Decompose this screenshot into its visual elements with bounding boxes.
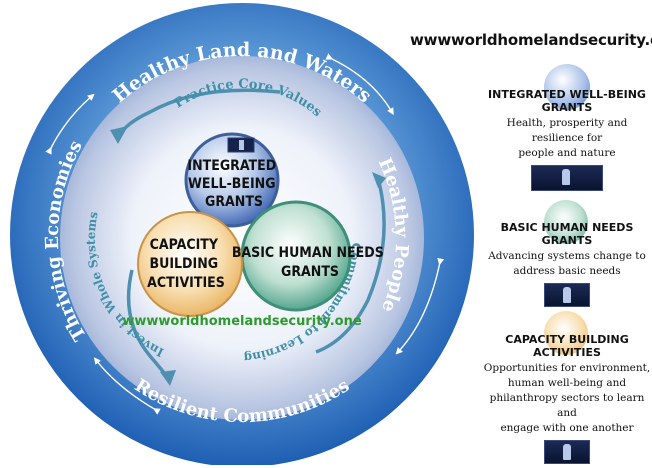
center-url: wwwworldhomelandsecurity.one: [122, 314, 361, 329]
legend-basic-needs-title-line: BASIC HUMAN NEEDS: [500, 221, 634, 234]
site-url-heading: wwwworldhomelandsecurity.one: [410, 31, 652, 49]
legend-capacity: CAPACITY BUILDING ACTIVITIES Opportuniti…: [482, 311, 652, 468]
legend-basic-needs-thumbnail: [544, 283, 590, 307]
legend-integrated: INTEGRATED WELL-BEING GRANTS Health, pro…: [482, 64, 652, 195]
legend-integrated-description: Health, prosperity and resilience for pe…: [482, 116, 652, 161]
legend-capacity-description-line: engage with one another: [500, 422, 634, 434]
legend-integrated-title-line: GRANTS: [541, 101, 593, 114]
legend-capacity-thumbnail: [544, 440, 590, 464]
capacity-label: CAPACITY BUILDING ACTIVITIES: [147, 237, 225, 291]
swirl-arrowheads: [110, 126, 386, 386]
integrated-thumbnail-figure: [239, 140, 244, 150]
legend-capacity-description-line: human well-being and: [507, 377, 627, 389]
legend-basic-needs-orb: [544, 200, 588, 244]
legend-integrated-description-line: people and nature: [518, 147, 616, 159]
legend-basic-needs-description-line: Advancing systems change to: [488, 250, 646, 262]
legend-capacity-description-line: philanthropy sectors to learn and: [489, 392, 645, 419]
legend-capacity-description: Opportunities for environment, human wel…: [482, 361, 652, 436]
legend-capacity-orb: [544, 311, 588, 355]
legend-basic-needs-description: Advancing systems change to address basi…: [482, 249, 652, 279]
legend-basic-needs-title-line: GRANTS: [541, 234, 593, 247]
ring-connector-arrows: [45, 53, 445, 415]
inner-disc: [60, 56, 424, 420]
capacity-orb: [137, 211, 243, 317]
basic-needs-label: BASIC HUMAN NEEDS GRANTS: [232, 245, 388, 280]
integrated-label: INTEGRATED WELL-BEING GRANTS: [187, 158, 280, 210]
legend-capacity-description-line: Opportunities for environment,: [483, 362, 651, 374]
legend-basic-needs-title: BASIC HUMAN NEEDS GRANTS: [482, 200, 652, 247]
legend-integrated-orb: [544, 64, 590, 110]
integrated-orb: [184, 132, 280, 228]
legend-basic-needs-description-line: address basic needs: [513, 265, 621, 277]
legend-capacity-title-line: ACTIVITIES: [533, 346, 601, 359]
legend-integrated-title-line: INTEGRATED WELL-BEING: [488, 88, 646, 101]
legend-basic-needs: BASIC HUMAN NEEDS GRANTS Advancing syste…: [482, 200, 652, 311]
legend-capacity-title-line: CAPACITY BUILDING: [505, 333, 629, 346]
legend-integrated-description-line: Health, prosperity and resilience for: [506, 117, 628, 144]
legend-integrated-title: INTEGRATED WELL-BEING GRANTS: [482, 64, 652, 114]
legend-capacity-title: CAPACITY BUILDING ACTIVITIES: [482, 311, 652, 359]
legend-integrated-thumbnail: [531, 165, 603, 191]
